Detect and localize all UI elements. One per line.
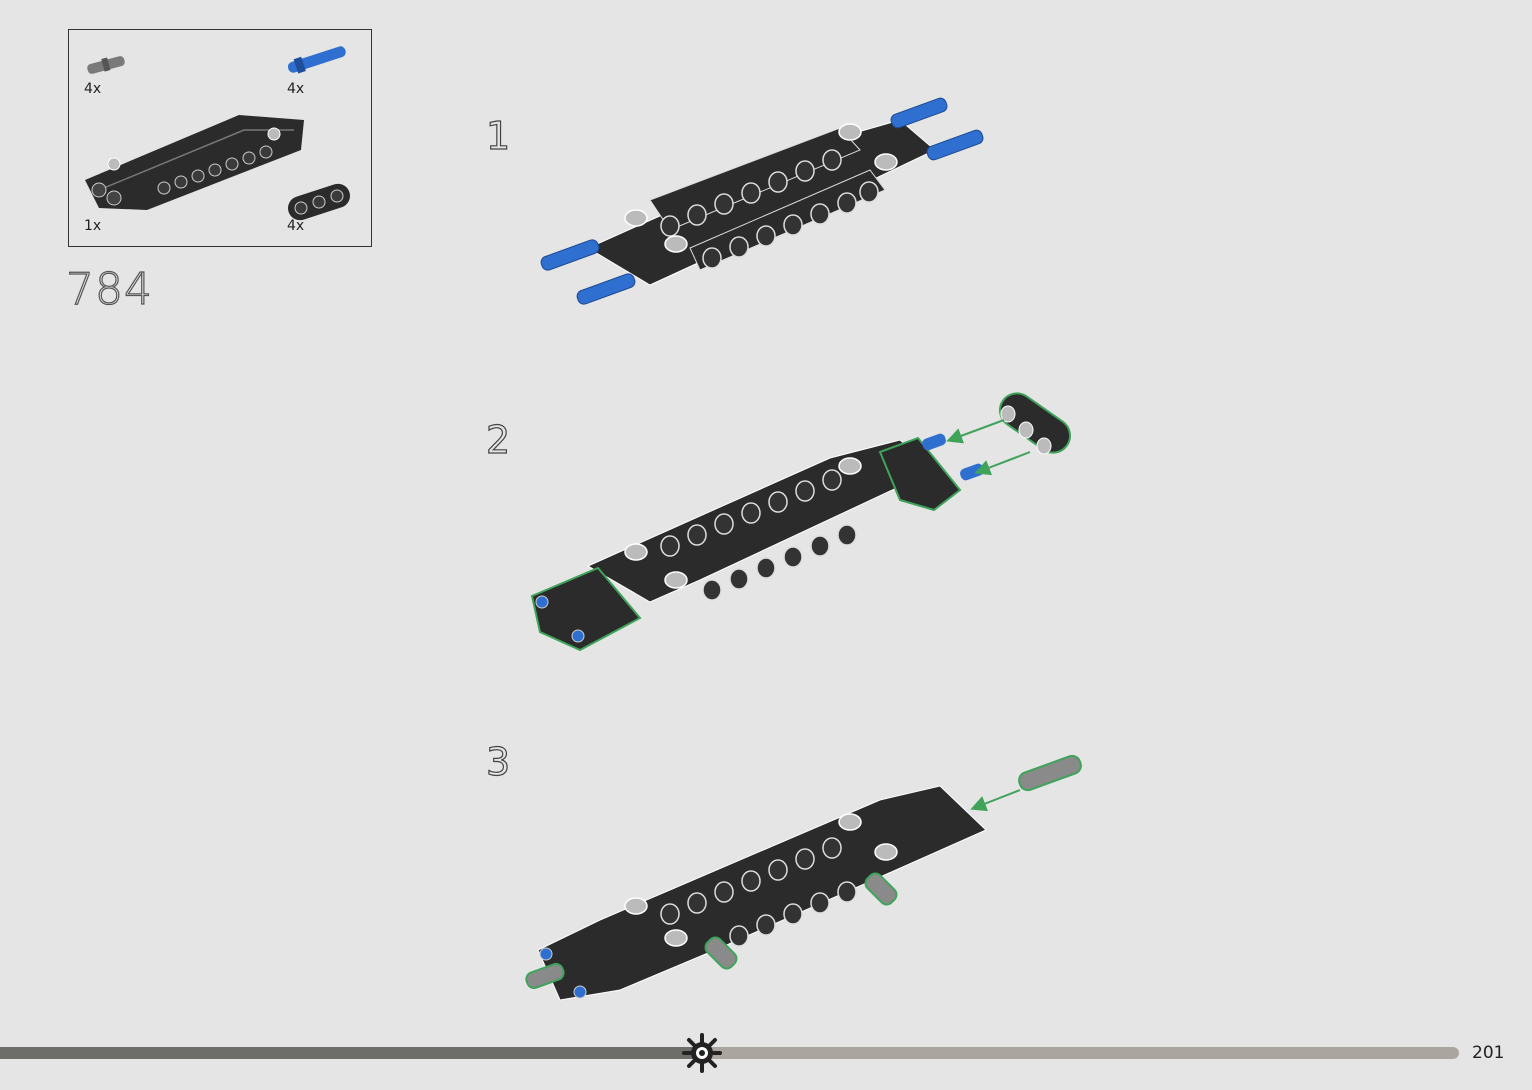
step-1-assembly (539, 97, 984, 306)
step-2-assembly (532, 387, 1077, 650)
progress-bar-remaining (700, 1047, 1459, 1059)
page-number: 201 (1472, 1043, 1504, 1063)
step-3-assembly (524, 754, 1083, 1000)
gear-icon (681, 1032, 723, 1074)
progress-bar-done (0, 1047, 700, 1059)
